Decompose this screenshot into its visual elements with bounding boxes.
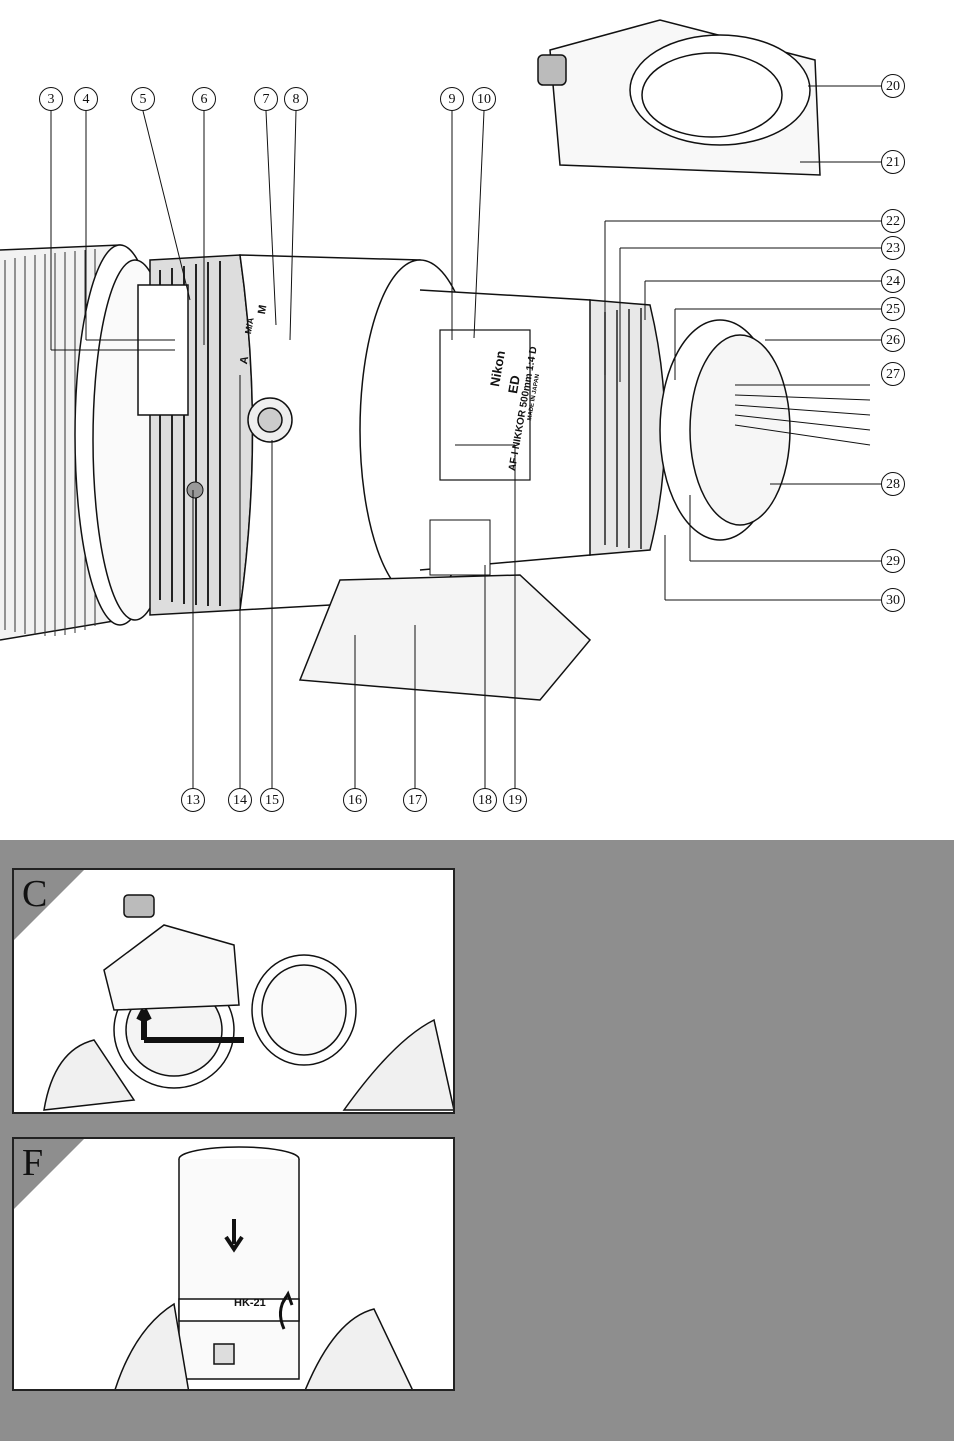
leader-lines xyxy=(50,85,881,788)
screw-icon xyxy=(186,481,204,499)
hood-label: HK-21 xyxy=(234,1297,266,1309)
lens-illustration xyxy=(0,19,881,788)
filter-holder-illustration xyxy=(537,19,821,176)
callout-10: 10 xyxy=(472,87,496,111)
panel-f: F HK-21 xyxy=(12,1137,455,1391)
aperture-ring xyxy=(589,299,666,556)
callout-20: 20 xyxy=(881,74,905,98)
callout-19: 19 xyxy=(503,788,527,812)
tripod-collar-block xyxy=(429,519,491,576)
callout-9: 9 xyxy=(440,87,464,111)
twist-arrow-icon xyxy=(279,1290,294,1330)
bayonet-mount xyxy=(659,319,791,541)
callout-24: 24 xyxy=(881,269,905,293)
callout-18: 18 xyxy=(473,788,497,812)
callout-28: 28 xyxy=(881,472,905,496)
callout-15: 15 xyxy=(260,788,284,812)
panel-f-illustration xyxy=(14,1139,413,1389)
callout-14: 14 xyxy=(228,788,252,812)
callout-25: 25 xyxy=(881,297,905,321)
panel-c-illustration xyxy=(14,870,453,1111)
callout-27: 27 xyxy=(881,362,905,386)
callout-17: 17 xyxy=(403,788,427,812)
callout-13: 13 xyxy=(181,788,205,812)
hood-screw-icon xyxy=(213,1343,235,1365)
focus-ring xyxy=(137,254,254,616)
callout-7: 7 xyxy=(254,87,278,111)
callout-4: 4 xyxy=(74,87,98,111)
callout-5: 5 xyxy=(131,87,155,111)
rotate-arrow-icon xyxy=(136,1008,244,1043)
callout-22: 22 xyxy=(881,209,905,233)
contact-pins xyxy=(734,384,871,446)
tripod-foot xyxy=(298,574,592,701)
callout-8: 8 xyxy=(284,87,308,111)
down-arrow-icon xyxy=(224,1219,244,1253)
main-barrel xyxy=(239,254,606,611)
panel-c-letter: C xyxy=(22,873,48,915)
panel-f-letter: F xyxy=(22,1142,44,1184)
mode-m-label: M xyxy=(256,303,270,316)
callout-26: 26 xyxy=(881,328,905,352)
callout-30: 30 xyxy=(881,588,905,612)
callout-29: 29 xyxy=(881,549,905,573)
filter-holder-knob-icon xyxy=(123,894,155,918)
lens-diagram: Nikon ED AF-I NIKKOR 500mm 1:4 D MADE IN… xyxy=(0,19,905,812)
lock-knob-icon xyxy=(247,397,293,443)
callout-16: 16 xyxy=(343,788,367,812)
callout-3: 3 xyxy=(39,87,63,111)
callout-21: 21 xyxy=(881,150,905,174)
panel-c: C xyxy=(12,868,455,1114)
filter-knob-icon xyxy=(537,54,567,86)
callout-6: 6 xyxy=(192,87,216,111)
callout-23: 23 xyxy=(881,236,905,260)
